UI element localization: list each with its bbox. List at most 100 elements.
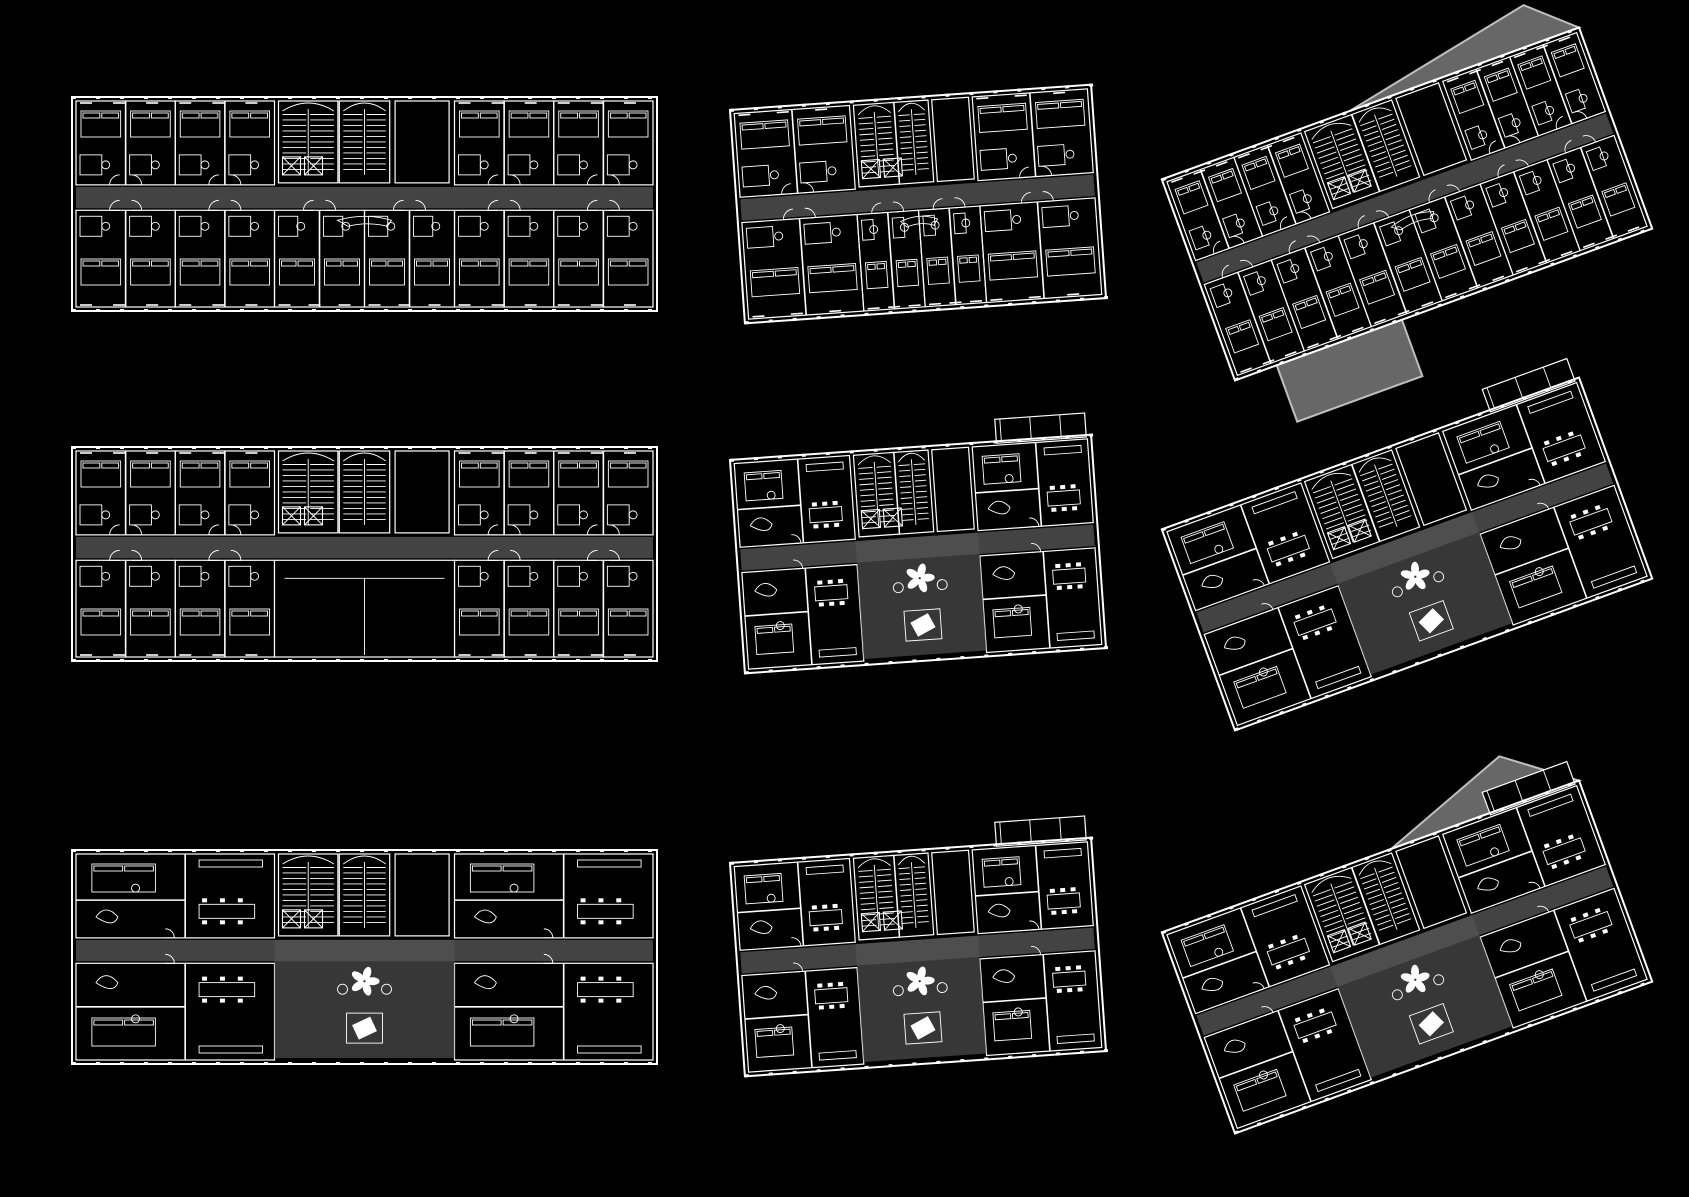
- plan-row3-col1-apartment-kitchen-counter: [198, 859, 264, 868]
- plan-row1-col1-room-module-wc: [579, 221, 588, 231]
- plan-row1-col3-column: [1279, 360, 1285, 365]
- plan-row2-col1-column: [624, 659, 628, 662]
- plan-row2-col2-apartment-interior-wall: [744, 610, 809, 617]
- plan-row3-col3-column: [1459, 1048, 1465, 1053]
- plan-row1-col1-room-module-wc: [296, 221, 306, 231]
- plan-row2-col1-room-module-wc: [479, 510, 489, 520]
- plan-row1-col3-room-module-door-swing: [1280, 216, 1291, 231]
- plan-row2-col1-room-module-room0-pillow: [560, 462, 579, 469]
- plan-row2-col3-apartment-bedroom-bed: [1180, 521, 1235, 565]
- plan-row3-col3-column: [1369, 1080, 1375, 1086]
- plan-row1-col3-stair-b-frame: [1351, 99, 1421, 193]
- plan-row1-col2-room-module-bath: [983, 209, 1013, 233]
- plan-row1-col2-room-module-room0-pillow: [876, 263, 886, 270]
- plan-row2-col2-stair-b-tread: [900, 497, 913, 499]
- plan-row3-col2-apartment-interior-wall: [982, 997, 1047, 1004]
- plan-row3-col1-column: [144, 849, 148, 852]
- plan-row2-col1-room-module-door-swing: [487, 549, 499, 561]
- plan-row1-col2-room-module-room1-pillow: [907, 260, 916, 268]
- plan-row1-col3-room-module-room1-pillow: [1564, 45, 1577, 55]
- plan-row3-col3-apartment-sofa: [1499, 939, 1522, 953]
- plan-row1-col3-room-module-party-wall: [1542, 44, 1573, 124]
- plan-row2-col2-stair-a-tread: [860, 499, 875, 502]
- plan-row1-col1-room-module-room0-pillow: [82, 112, 101, 119]
- plan-row1-col1-room-module-room0-pillow: [200, 260, 219, 267]
- plan-row3-col3-apartment-wc: [1534, 970, 1544, 980]
- plan-row2-col2-stair-a-tread: [858, 472, 874, 475]
- plan-row3-col2-apartment-door-swing: [791, 937, 802, 948]
- plan-row2-col3-apartment-sofa: [1499, 536, 1522, 550]
- plan-row2-col2-apartment-bedroom-pillow: [773, 625, 791, 633]
- plan-row3-col1-column: [576, 849, 580, 852]
- plan-row2-col1-column: [168, 446, 172, 449]
- plan-row3-col2-column: [1041, 839, 1046, 844]
- plan-row3-col2-column: [945, 846, 950, 850]
- plan-row2-col3-apartment-interior-wall: [1239, 504, 1271, 585]
- plan-row3-col2-stair-a-tread: [859, 886, 874, 889]
- plan-row3-col1-column: [240, 849, 244, 852]
- plan-row2-col2-apartment-interior-wall: [796, 459, 805, 543]
- plan-row1-col3-room-module-room1-bed: [1601, 182, 1636, 217]
- plan-row2-col3-column: [1206, 510, 1212, 515]
- plan-row3-col2-stair-a-tread: [877, 879, 892, 882]
- plan-row3-col3-apartment-bedroom-pillow: [1511, 978, 1533, 992]
- plan-row3-col3-apartment-interior-wall: [1552, 910, 1588, 1002]
- plan-row3-col1-apartment-kitchen-counter: [577, 859, 642, 868]
- plan-row1-col2-stair-b-tread: [901, 158, 913, 160]
- plan-row1-col3-column: [1572, 254, 1578, 259]
- plan-row1-col2-stair-a-tread: [879, 154, 894, 156]
- plan-row3-col2-stair-a-tread: [879, 912, 894, 915]
- plan-row1-col1-stair-b-frame: [338, 100, 391, 184]
- plan-row3-col3-stair-a-tread: [1341, 901, 1360, 910]
- plan-row1-col2-room-module-party-wall: [1036, 201, 1045, 299]
- plan-row3-col3-apartment-door-swing: [1528, 881, 1541, 892]
- plan-row3-col3-stair-a-tread: [1322, 914, 1341, 923]
- plan-row1-col1-room-module-room1-pillow: [132, 112, 150, 119]
- plan-row3-col1-apartment-dining-table: [577, 903, 634, 919]
- plan-row2-col3-stair-a-tread: [1312, 486, 1331, 494]
- plan-row1-col3-room-module-door-swing: [1298, 211, 1312, 223]
- plan-row3-col1-lobby-rug-pattern: [352, 1016, 377, 1040]
- plan-row1-col2-stair-b-tread: [901, 152, 913, 155]
- plan-row2-col3-apartment-wc: [1259, 667, 1268, 677]
- plan-row1-col3-stair-a-handrail: [1330, 130, 1354, 193]
- plan-row3-col3-apartment-kitchen-counter: [1251, 894, 1298, 918]
- plan-row1-col2-room-module-door-swing: [893, 201, 905, 213]
- plan-row3-col2-stair-a-tread: [858, 869, 873, 872]
- plan-row1-col2-stair-a-tread: [877, 126, 892, 129]
- plan-row3-col2-apartment-door-swing: [793, 962, 804, 973]
- plan-row2-col1-room-module-room1-pillow: [231, 610, 250, 617]
- plan-row1-col3-column: [1459, 295, 1465, 300]
- plan-row1-col3-room-module-door-swing: [1306, 235, 1321, 247]
- plan-row1-col3-room-module-window: [1491, 60, 1504, 67]
- plan-row2-col3-stair-a-tread: [1347, 514, 1366, 522]
- plan-row2-col3-column: [1296, 477, 1302, 483]
- plan-row2-col2-stair-b-tread: [899, 480, 911, 483]
- plan-row2-col1-column: [600, 446, 604, 449]
- plan-row1-col2-stair-b-tread: [913, 113, 925, 116]
- plan-row2-col3-apartment-sofa: [1201, 574, 1223, 588]
- plan-row3-col1-column: [168, 1062, 172, 1065]
- plan-row2-col1-column: [120, 659, 124, 662]
- plan-row3-col3-stair-b-frame: [1351, 852, 1421, 946]
- plan-row3-col1-column: [192, 849, 196, 852]
- plan-row3-col2-apartment-bedroom-bed: [754, 1026, 795, 1058]
- plan-row3-col2-stair-b-tread: [916, 904, 928, 907]
- plan-row2-col3-column: [1392, 669, 1397, 674]
- plan-row3-col2-apartment-bedroom-pillow: [763, 875, 780, 883]
- plan-row1-col2-room-module-wc: [899, 222, 909, 232]
- plan-row2-col3-stair-b-tread: [1367, 490, 1383, 497]
- plan-row3-col3-column: [1324, 1097, 1330, 1102]
- plan-row2-col2-apartment-chair: [829, 601, 835, 606]
- plan-row1-col3-room-module-room0-pillow: [1255, 158, 1268, 168]
- plan-row2-col3-apartment-chair: [1326, 625, 1333, 632]
- plan-row1-col2-column: [921, 95, 926, 99]
- plan-row1-col2-column: [753, 106, 759, 111]
- plan-row1-col1-room-module-room0-pillow: [461, 112, 479, 119]
- plan-row2-col1-room-module-wc: [479, 571, 489, 581]
- plan-row2-col1-room-module-room1-pillow: [628, 610, 647, 617]
- plan-row1-col2-stair-b-frame: [892, 99, 935, 185]
- plan-row2-col3: [1160, 357, 1654, 732]
- plan-row1-col2-room-module-room1-bed: [797, 115, 848, 146]
- plan-row2-col2-column: [1103, 645, 1109, 650]
